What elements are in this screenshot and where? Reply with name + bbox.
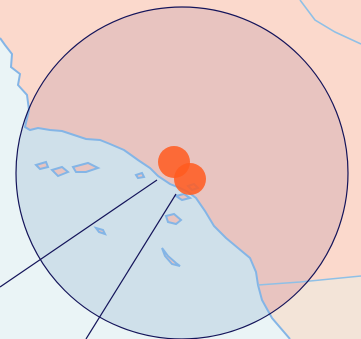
region-border-north [299,0,361,45]
connector-line [0,179,158,288]
connector-line [85,193,177,339]
radius-circle[interactable] [15,6,349,339]
location-marker-2[interactable] [174,163,206,195]
